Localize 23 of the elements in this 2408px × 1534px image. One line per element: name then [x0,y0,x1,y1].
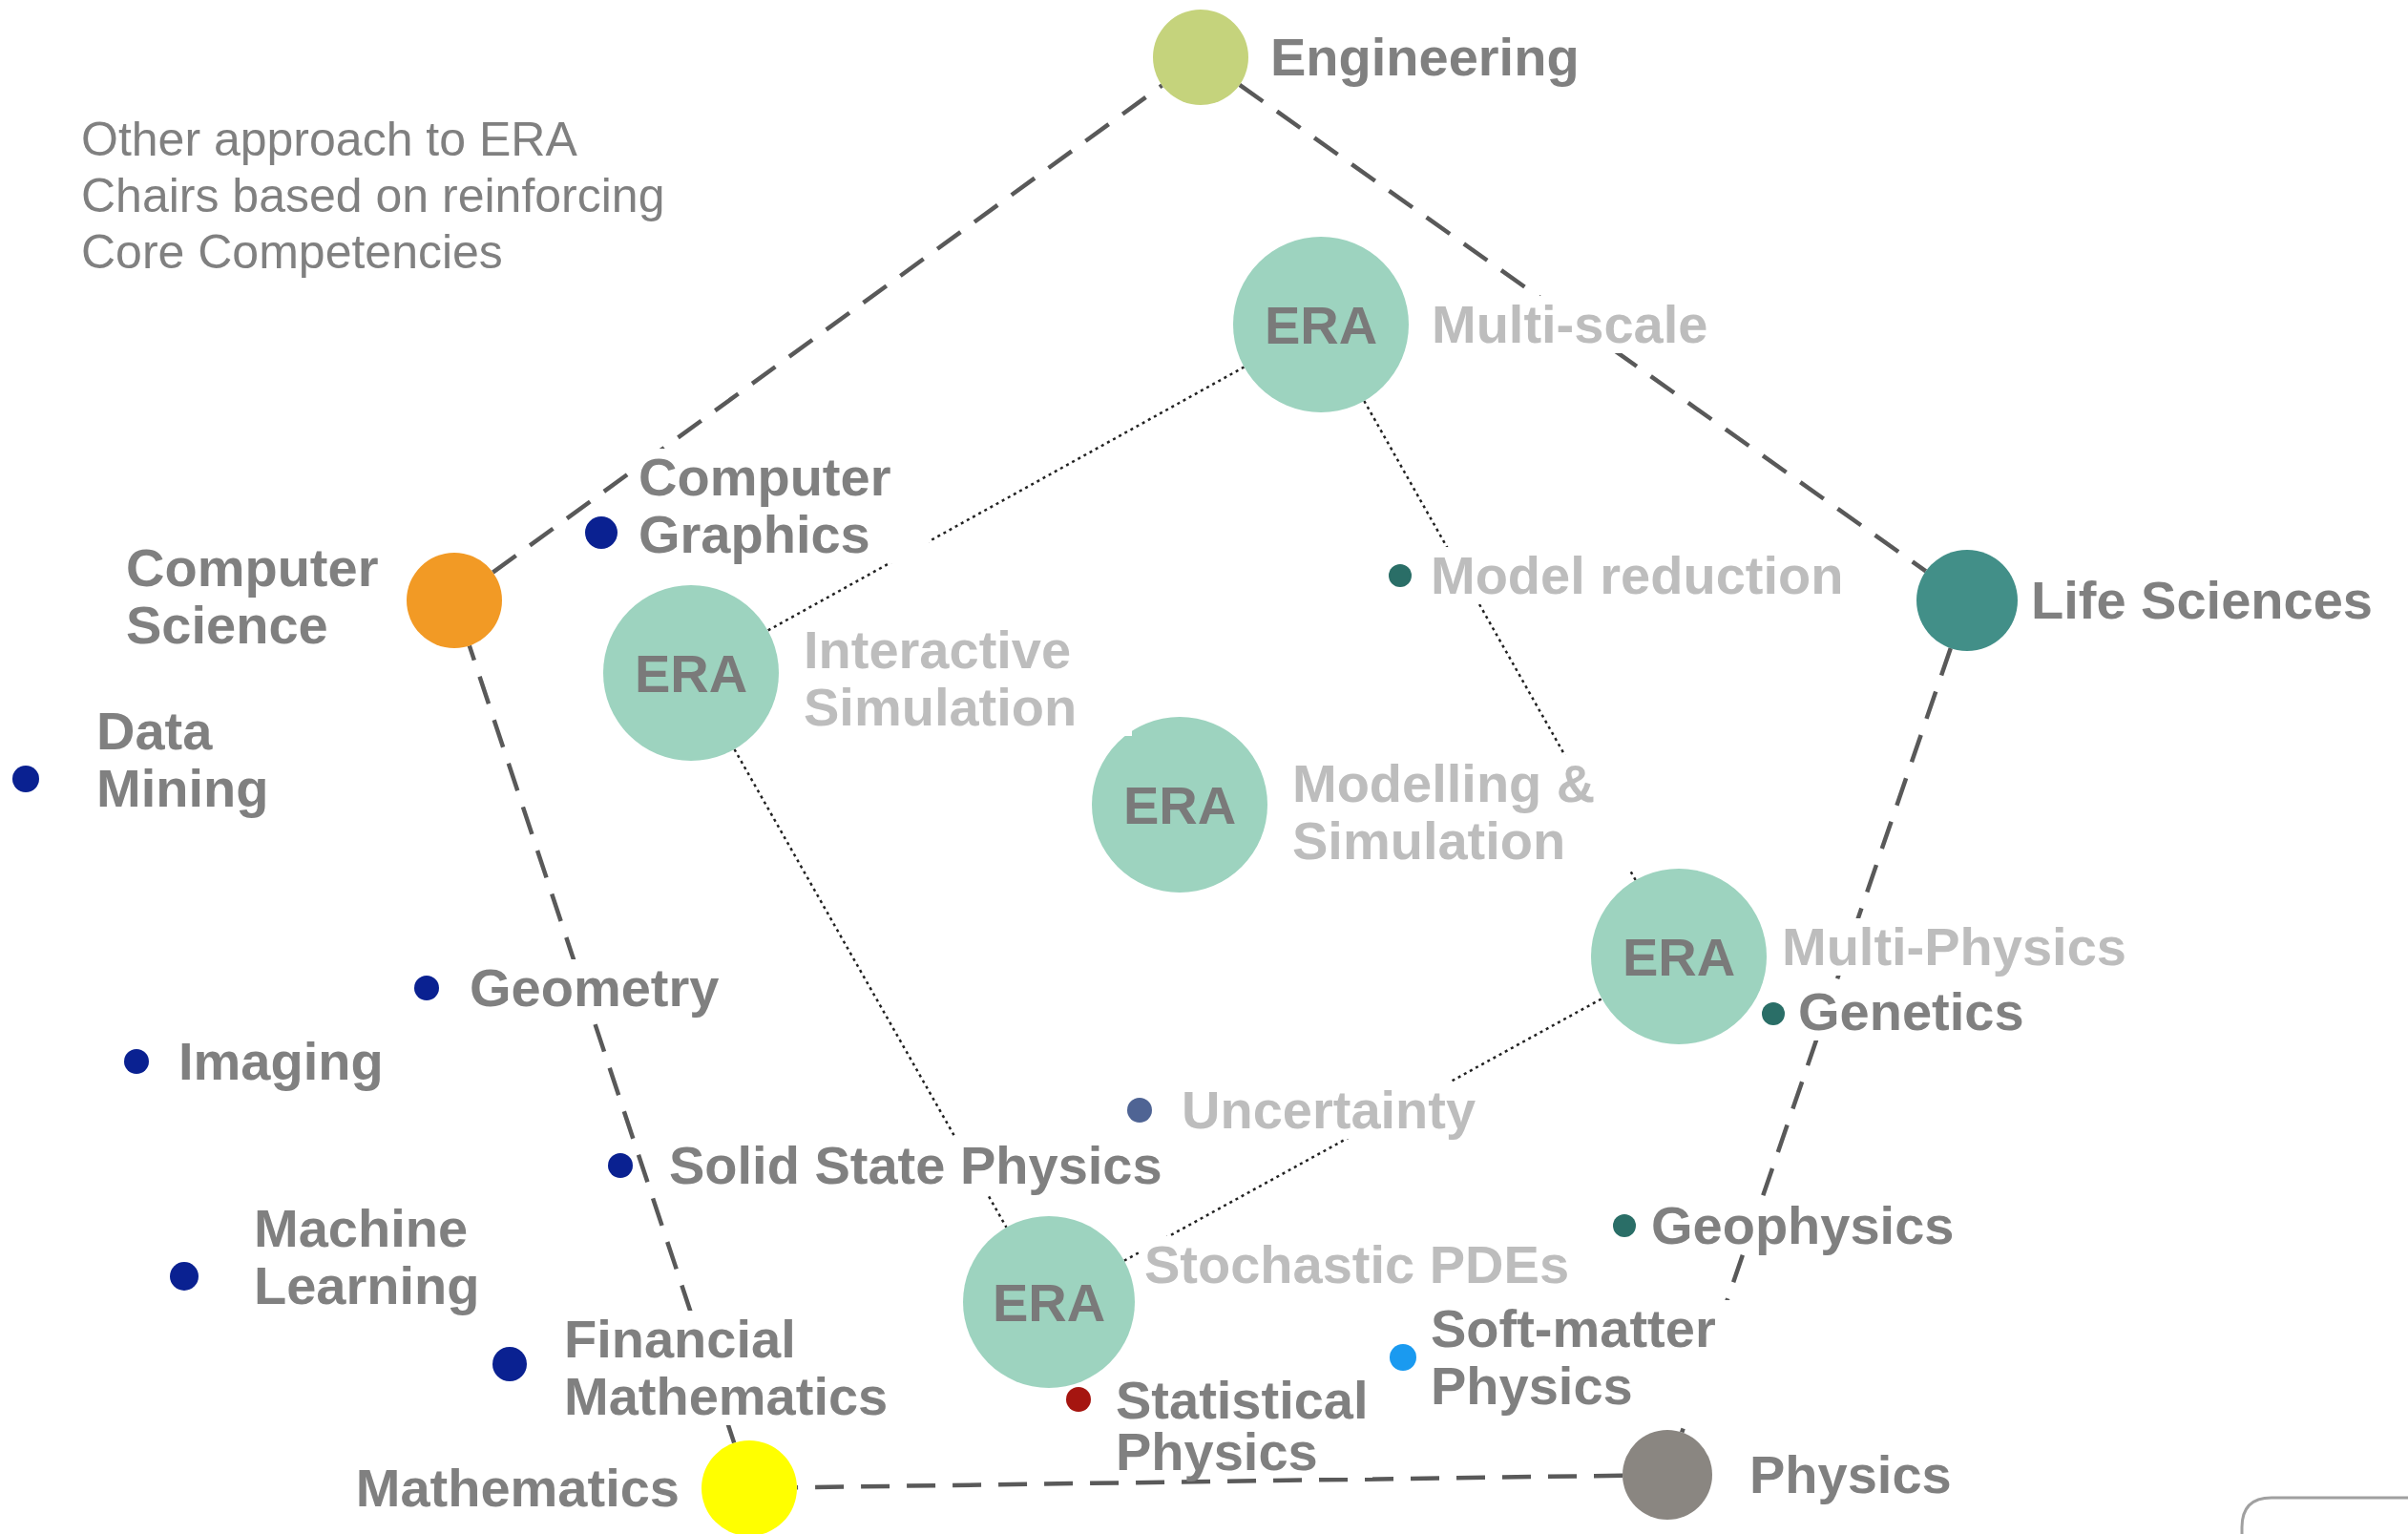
note-text: Other approach to ERA Chairs based on reinforcing Core Competencies [81,112,666,281]
topic-dot [170,1262,199,1291]
topic-dot [492,1347,527,1381]
topic-dot [1127,1098,1152,1123]
dashed-line [796,1473,1623,1490]
dotted-line [733,748,1008,1229]
era-circle: ERA [1092,717,1267,893]
topic-dot [585,516,618,549]
topic-dot [1066,1387,1091,1412]
era-circle: ERA [603,585,779,761]
era-circle: ERA [1591,869,1767,1044]
topic-dot [1762,1002,1785,1025]
topic-dot [1389,564,1412,587]
topic-dot [12,766,39,792]
dashed-line [492,83,1163,575]
topic-dot [1390,1344,1416,1371]
dashed-line [1238,83,1928,574]
topic-dot [414,976,439,1000]
topic-dot [1613,1214,1636,1237]
dotted-line [766,366,1246,632]
topic-dot [608,1153,633,1178]
topic-dot [124,1049,149,1074]
era-circle: ERA [1233,237,1409,412]
